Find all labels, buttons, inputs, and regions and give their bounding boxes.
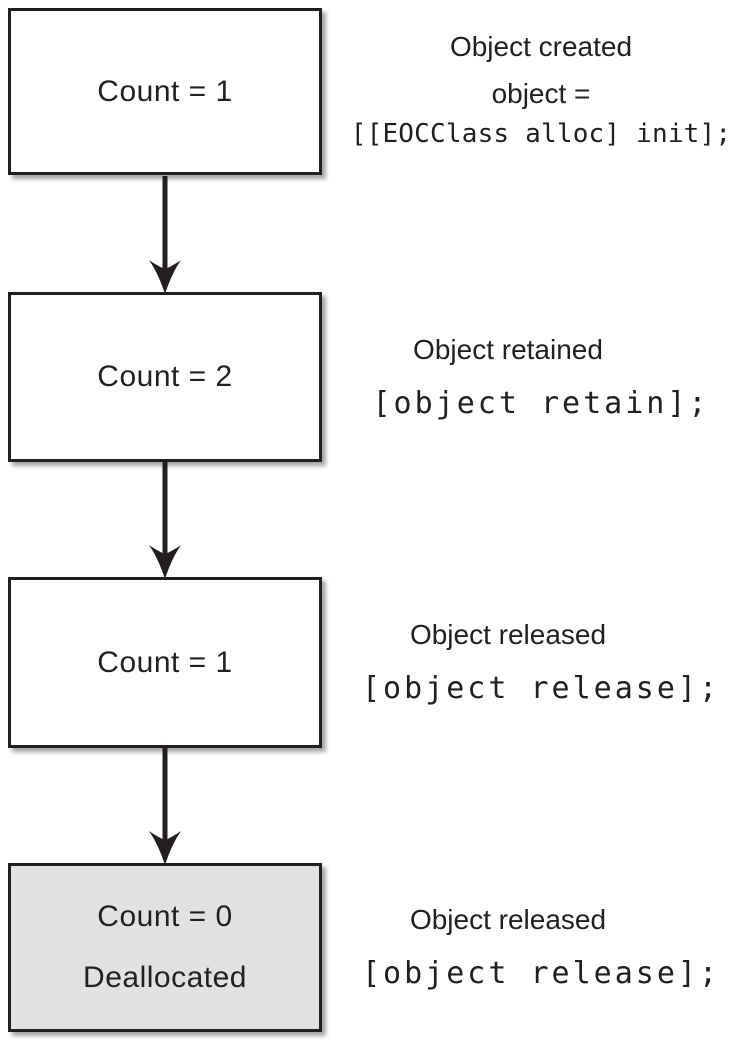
code-snippet: [object release]; — [361, 956, 721, 991]
note-title: Object released — [409, 619, 607, 650]
count-box-step3: Count = 1 — [8, 577, 322, 748]
code-snippet: [object retain]; — [372, 386, 710, 421]
count-box-step4-deallocated: Count = 0 Deallocated — [8, 863, 322, 1032]
note-title: Object released — [409, 904, 607, 935]
note-title: Object retained — [413, 334, 603, 365]
note-subtitle: object = — [491, 78, 591, 109]
count-label: Count = 1 — [97, 645, 233, 679]
deallocated-label: Deallocated — [83, 961, 247, 994]
flow-arrow-2 — [149, 461, 181, 579]
count-label: Count = 1 — [97, 74, 233, 108]
flow-arrow-3 — [149, 747, 181, 865]
count-label: Count = 2 — [97, 360, 233, 393]
note-step1: Object created object = [[EOCClass alloc… — [345, 30, 737, 152]
count-box-step2: Count = 2 — [8, 292, 322, 462]
count-box-step1: Count = 1 — [8, 8, 322, 175]
code-snippet: [[EOCClass alloc] init]; — [350, 119, 732, 149]
note-title: Object created — [449, 31, 633, 62]
code-snippet: [object release]; — [361, 671, 721, 706]
flow-arrow-1 — [149, 176, 181, 294]
note-step2: Object retained [object retain]; — [345, 333, 737, 424]
count-label: Count = 0 — [97, 900, 233, 933]
note-step3: Object released [object release]; — [345, 618, 737, 709]
note-step4: Object released [object release]; — [345, 903, 737, 994]
